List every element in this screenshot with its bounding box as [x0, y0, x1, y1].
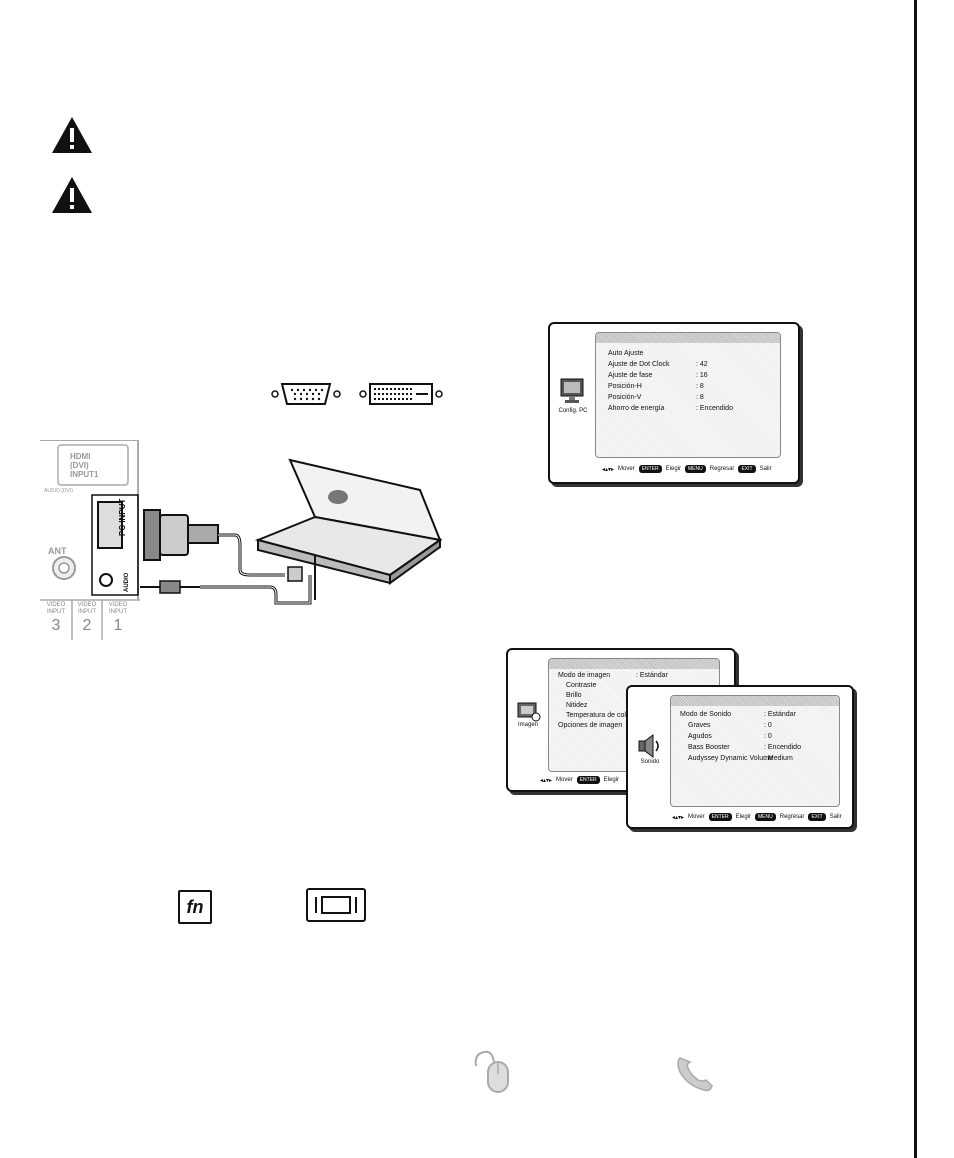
page-edge-rule [914, 0, 917, 1158]
monitor-icon [558, 376, 588, 406]
image-menu-item[interactable]: Brillo [566, 692, 582, 699]
image-menu-value: : Estándar [636, 672, 668, 679]
pc-menu-header [596, 333, 780, 343]
sound-menu-value: : 0 [764, 722, 772, 729]
fn-key-icon: fn [178, 890, 212, 924]
pc-menu-item[interactable]: Posición-H [608, 383, 642, 390]
sound-menu-value: : 0 [764, 733, 772, 740]
exit-hint: Salir [829, 814, 842, 820]
enter-key: ENTER [576, 776, 600, 784]
move-hint: Mover [618, 466, 635, 472]
sound-menu-item[interactable]: Graves [688, 722, 711, 729]
enter-hint: Elegir [735, 814, 752, 820]
sound-menu-item[interactable]: Bass Booster [688, 744, 730, 751]
video-input-2-label: VIDEO INPUT [77, 602, 97, 615]
exit-key: EXIT [738, 465, 756, 473]
speaker-icon [636, 733, 664, 759]
image-menu-item[interactable]: Temperatura de color [566, 712, 633, 719]
pc-menu-value: : 16 [696, 372, 708, 379]
sound-menu-item[interactable]: Audyssey Dynamic Volume [688, 755, 773, 762]
vga-connector-icon [271, 383, 341, 405]
image-settings-icon [516, 700, 542, 724]
laptop-connection-illustration [140, 458, 443, 605]
warning-icon [52, 117, 92, 153]
menu-key: MENU [755, 813, 776, 821]
arrows-icon: ◂▴▾▸ [540, 777, 553, 784]
pc-menu-item[interactable]: Posición-V [608, 394, 642, 401]
image-menu-header [549, 659, 719, 669]
image-menu-item[interactable]: Nitidez [566, 702, 588, 709]
hdmi-label: HDMI [70, 452, 91, 461]
pc-menu-value: : 8 [696, 394, 704, 401]
pc-menu-value: : Encendido [696, 405, 733, 412]
image-menu-sidebar-label: Imagen [517, 722, 538, 728]
sound-menu: Sonido Modo de Sonido : Estándar Graves … [626, 685, 854, 829]
dvi-connector-icon [359, 383, 443, 405]
pc-menu-item[interactable]: Ajuste de fase [608, 372, 653, 379]
mouse-icon [474, 1050, 509, 1093]
video-number-2: 2 [82, 617, 92, 634]
video-input-3-label: VIDEO INPUT [46, 602, 66, 615]
sound-menu-item[interactable]: Agudos [688, 733, 712, 740]
warning-icon [52, 177, 92, 213]
move-hint: Mover [688, 814, 705, 820]
pc-menu-sidebar-label: Config. PC [558, 408, 588, 414]
image-menu-footer: ◂▴▾▸ Mover ENTER Elegir [540, 776, 619, 784]
menu-key: MENU [685, 465, 706, 473]
pc-menu-item[interactable]: Auto Ajuste [608, 350, 644, 357]
input1-label: INPUT1 [70, 470, 99, 479]
image-menu-item[interactable]: Opciones de imagen [558, 722, 623, 729]
exit-key: EXIT [808, 813, 826, 821]
screen-key-icon [306, 888, 366, 922]
video-number-3: 3 [51, 617, 61, 634]
audio-label: AUDIO [124, 572, 130, 592]
enter-hint: Elegir [603, 777, 620, 783]
pc-menu-value: : 42 [696, 361, 708, 368]
sound-menu-value: : Medium [764, 755, 793, 762]
dvi-label: (DVI) [70, 461, 89, 470]
pc-menu-item[interactable]: Ahorro de energía [608, 405, 665, 412]
enter-hint: Elegir [665, 466, 682, 472]
arrows-icon: ◂▴▾▸ [602, 466, 615, 473]
menu-hint: Regresar [779, 814, 805, 820]
pc-menu-footer: ◂▴▾▸ Mover ENTER Elegir MENU Regresar EX… [602, 465, 772, 473]
pc-setup-menu: Config. PC Auto Ajuste Ajuste de Dot Clo… [548, 322, 800, 484]
sound-menu-value: : Estándar [764, 711, 796, 718]
move-hint: Mover [556, 777, 573, 783]
pc-menu-item[interactable]: Ajuste de Dot Clock [608, 361, 670, 368]
audio-dvi-label: AUDIO (DVI) [44, 488, 73, 494]
pc-input-label: PC INPUT [118, 498, 127, 536]
enter-key: ENTER [638, 465, 662, 473]
sound-menu-header [671, 696, 839, 706]
phone-icon [677, 1057, 713, 1092]
video-number-1: 1 [113, 617, 123, 634]
arrows-icon: ◂▴▾▸ [672, 814, 685, 821]
menu-hint: Regresar [709, 466, 735, 472]
ant-label: ANT [48, 546, 67, 556]
image-menu-item[interactable]: Contraste [566, 682, 597, 689]
enter-key: ENTER [708, 813, 732, 821]
sound-menu-footer: ◂▴▾▸ Mover ENTER Elegir MENU Regresar EX… [672, 813, 842, 821]
sound-menu-panel [670, 695, 840, 807]
image-menu-item[interactable]: Modo de imagen [558, 672, 611, 679]
video-input-1-label: VIDEO INPUT [108, 602, 128, 615]
pc-menu-value: : 8 [696, 383, 704, 390]
tv-panel-outline [40, 440, 140, 640]
sound-menu-value: : Encendido [764, 744, 801, 751]
sound-menu-item[interactable]: Modo de Sonido [680, 711, 731, 718]
pc-menu-panel [595, 332, 781, 458]
tv-back-panel: HDMI (DVI) INPUT1 AUDIO (DVI) ANT PC INP… [40, 440, 140, 640]
exit-hint: Salir [759, 466, 772, 472]
sound-menu-sidebar-label: Sonido [640, 759, 660, 765]
